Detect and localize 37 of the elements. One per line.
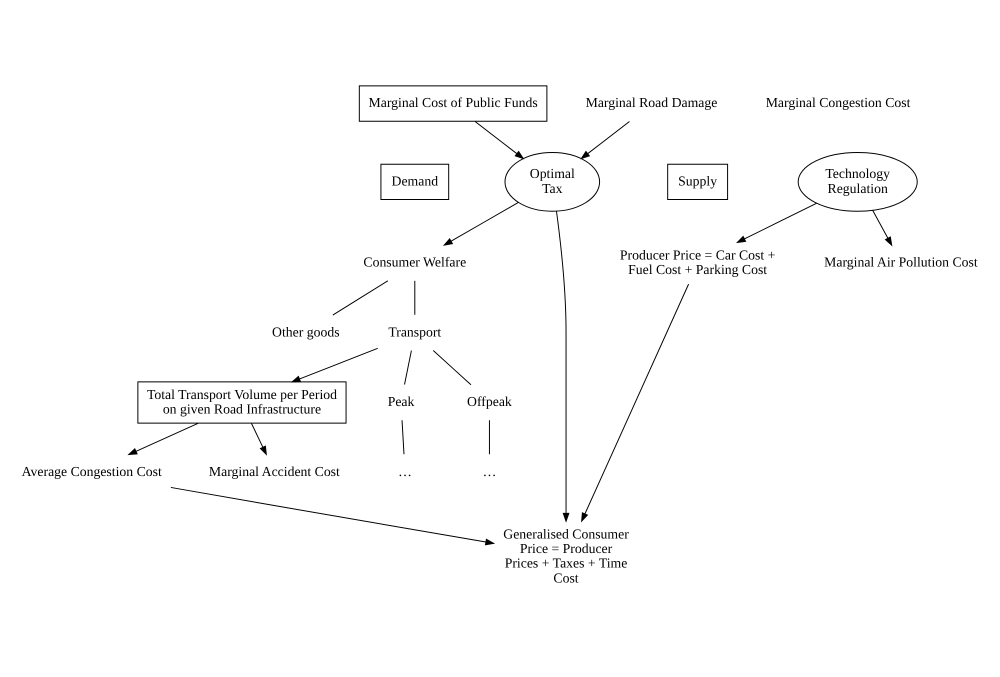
- arrow: [290, 347, 378, 382]
- arrow: [474, 120, 524, 159]
- connector: [432, 350, 472, 385]
- connector: [488, 419, 490, 454]
- node-ellipse: Optimal Tax: [504, 152, 600, 212]
- node-box: Marginal Cost of Public Funds: [358, 84, 548, 122]
- arrow: [580, 120, 630, 159]
- node-text: Marginal Accident Cost: [208, 463, 340, 478]
- connector: [332, 280, 388, 316]
- node-text: Marginal Congestion Cost: [766, 94, 910, 110]
- node-box: Supply: [667, 163, 728, 200]
- node-box: Total Transport Volume per Period on given Road Infrastructure: [137, 380, 347, 424]
- connector: [404, 350, 412, 385]
- arrow: [442, 201, 519, 246]
- node-text: Offpeak: [467, 394, 512, 409]
- node-box: Demand: [380, 163, 450, 200]
- node-ellipse: Technology Regulation: [798, 152, 918, 212]
- node-text: Marginal Road Damage: [586, 94, 718, 110]
- node-text: Generalised Consumer Price = Producer Prices + Taxes + Time Cost: [503, 526, 629, 585]
- node-text: …: [398, 463, 412, 478]
- node-text: Average Congestion Cost: [22, 463, 162, 478]
- node-text: Consumer Welfare: [363, 254, 466, 270]
- node-text: Peak: [388, 394, 414, 409]
- node-text: Producer Price = Car Cost + Fuel Cost + Parking Cost: [620, 246, 776, 277]
- arrow: [736, 202, 817, 243]
- arrow: [581, 283, 690, 522]
- arrow: [170, 486, 496, 545]
- connector: [402, 419, 404, 454]
- node-text: Other goods: [272, 324, 340, 339]
- arrow: [127, 422, 199, 455]
- connector: [414, 280, 416, 315]
- node-text: …: [482, 463, 496, 478]
- node-text: Transport: [388, 324, 442, 339]
- arrow: [251, 422, 267, 456]
- arrow: [556, 210, 570, 522]
- arrow: [872, 209, 892, 246]
- node-text: Marginal Air Pollution Cost: [824, 254, 978, 270]
